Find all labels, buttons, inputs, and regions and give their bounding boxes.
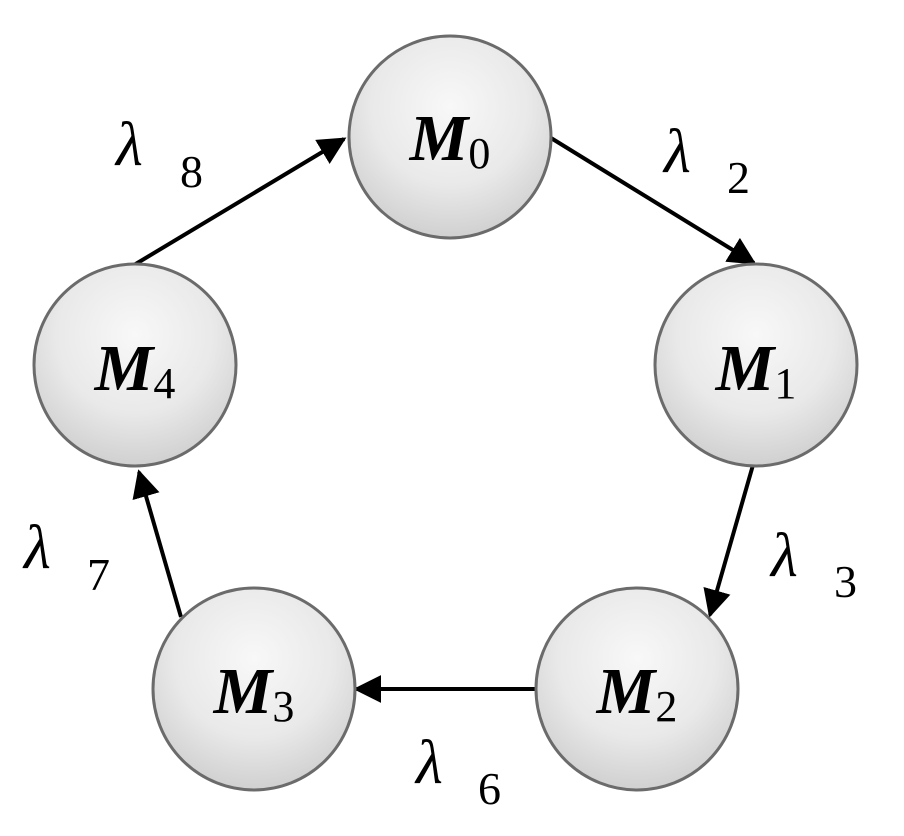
- node-circle: [534, 586, 740, 792]
- rate-label-m0-m1: λ 2: [662, 118, 750, 203]
- rate-symbol: λ: [22, 514, 51, 582]
- svg-text:M1: M1: [715, 332, 797, 408]
- svg-text:M2: M2: [596, 655, 678, 731]
- rate-subscript: 3: [834, 556, 857, 607]
- rate-symbol: λ: [414, 729, 443, 797]
- edge-m0-m1: [549, 136, 757, 265]
- svg-text:M3: M3: [213, 655, 295, 731]
- rate-symbol: λ: [662, 118, 691, 186]
- node-label: M: [596, 655, 658, 728]
- node-label: M: [409, 102, 471, 175]
- edge-m3-m4: [132, 469, 183, 618]
- rate-label-m2-m3: λ 6: [414, 729, 501, 814]
- node-subscript: 4: [153, 359, 175, 408]
- node-m3: M3: [151, 586, 357, 792]
- svg-text:M4: M4: [94, 332, 176, 408]
- rate-symbol: λ: [114, 111, 143, 179]
- rate-subscript: 6: [478, 763, 501, 814]
- rate-subscript: 8: [180, 146, 203, 197]
- node-circle: [653, 262, 859, 468]
- edge-m4-m0: [132, 137, 347, 267]
- edge-m1-m2: [703, 464, 755, 618]
- edges: [132, 136, 757, 703]
- node-m4: M4: [32, 262, 238, 468]
- node-m2: M2: [534, 586, 740, 792]
- node-m1: M1: [653, 262, 859, 468]
- node-subscript: 3: [272, 682, 294, 731]
- node-subscript: 0: [468, 129, 490, 178]
- rate-symbol: λ: [769, 522, 798, 590]
- rate-label-m1-m2: λ 3: [769, 522, 857, 607]
- node-m0: M0: [347, 34, 553, 240]
- rate-label-m4-m0: λ 8: [114, 111, 203, 197]
- node-circle: [32, 262, 238, 468]
- node-circle: [151, 586, 357, 792]
- rate-subscript: 2: [727, 152, 750, 203]
- node-subscript: 2: [655, 682, 677, 731]
- node-label: M: [213, 655, 275, 728]
- rate-label-m3-m4: λ 7: [22, 514, 110, 600]
- node-label: M: [715, 332, 777, 405]
- node-label: M: [94, 332, 156, 405]
- node-circle: [347, 34, 553, 240]
- svg-text:M0: M0: [409, 102, 491, 178]
- node-subscript: 1: [774, 359, 796, 408]
- rate-subscript: 7: [87, 549, 110, 600]
